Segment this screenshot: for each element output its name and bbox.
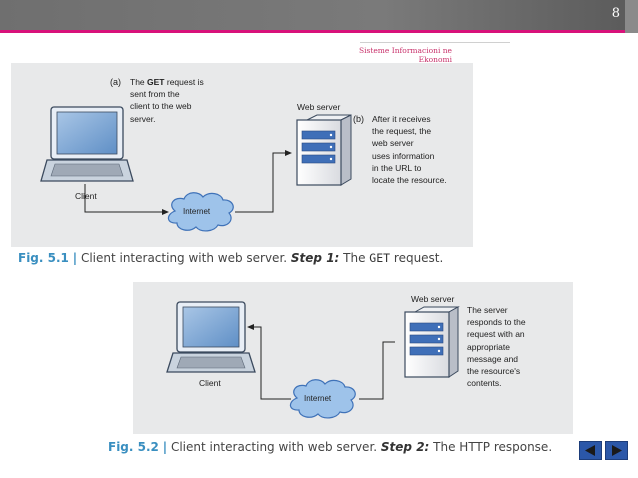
figure1-separator: | xyxy=(72,251,78,265)
accent-line xyxy=(0,30,625,33)
internet-label: Internet xyxy=(183,207,211,216)
note-b-line6: locate the resource. xyxy=(372,175,447,186)
server-note-line3: request with an xyxy=(467,329,525,340)
figure1-caption-text2: The xyxy=(339,251,370,265)
server-note-line1: The server xyxy=(467,305,508,315)
course-name-line1: Sisteme Informacioni ne xyxy=(358,46,452,55)
title-bar xyxy=(0,0,638,30)
client-label: Client xyxy=(199,378,221,388)
note-a-line3: client to the web xyxy=(130,101,192,112)
note-b-line3: web server xyxy=(372,138,414,149)
figure1-caption: Fig. 5.1 | Client interacting with web s… xyxy=(18,251,443,265)
client-label: Client xyxy=(75,191,97,201)
server-note-line7: contents. xyxy=(467,378,502,389)
internet-cloud-icon xyxy=(289,379,356,419)
figure1-panel: (a) The GET request is sent from the cli… xyxy=(11,63,473,247)
note-b-line1: After it receives xyxy=(372,114,431,124)
header-divider xyxy=(360,42,510,43)
next-slide-button[interactable] xyxy=(605,441,628,460)
figure1-caption-text3: request. xyxy=(390,251,444,265)
corner-block xyxy=(625,0,638,33)
figure1-get-code: GET xyxy=(369,251,391,265)
note-b-line4: uses information xyxy=(372,150,435,161)
figure2-caption-text: Client interacting with web server. xyxy=(167,440,381,454)
server-icon xyxy=(296,114,352,186)
figure2-diagram xyxy=(166,301,460,419)
request-arrow xyxy=(84,150,292,215)
previous-slide-button[interactable] xyxy=(579,441,602,460)
note-a-line4: server. xyxy=(130,113,156,124)
web-server-label: Web server xyxy=(411,294,455,304)
response-arrow xyxy=(247,324,395,400)
figure1-number: Fig. 5.1 xyxy=(18,251,69,265)
figure2-caption-text2: The HTTP response. xyxy=(429,440,553,454)
triangle-left-icon xyxy=(585,445,595,456)
course-name: Sisteme Informacioni ne Ekonomi xyxy=(342,46,452,64)
server-note: The server responds to the request with … xyxy=(467,304,526,389)
server-note-line6: the resource's xyxy=(467,366,521,377)
server-note-line2: responds to the xyxy=(467,317,526,328)
laptop-icon xyxy=(166,301,256,373)
figure2-separator: | xyxy=(162,440,168,454)
laptop-icon xyxy=(40,106,134,182)
figure1-caption-text: Client interacting with web server. xyxy=(77,251,291,265)
server-icon xyxy=(404,306,460,378)
note-b-line5: in the URL to xyxy=(372,162,422,173)
server-note-line4: appropriate xyxy=(467,341,511,352)
label-b: (b) xyxy=(353,114,364,124)
internet-cloud-icon xyxy=(167,192,234,232)
server-note-line5: message and xyxy=(467,353,519,364)
figure2-step: Step 2: xyxy=(380,440,430,454)
figure1-step: Step 1: xyxy=(290,251,340,265)
note-b-line2: the request, the xyxy=(372,126,432,137)
label-a: (a) xyxy=(110,77,121,87)
internet-label: Internet xyxy=(304,394,332,403)
page-number: 8 xyxy=(611,6,620,21)
note-a: The GET request is sent from the client … xyxy=(130,76,204,125)
triangle-right-icon xyxy=(612,445,622,456)
course-name-line2: Ekonomi xyxy=(418,55,452,64)
note-a-line1: The GET request is xyxy=(130,77,204,87)
figure2-number: Fig. 5.2 xyxy=(108,440,159,454)
note-b: After it receives the request, the web s… xyxy=(372,113,447,186)
figure1-diagram xyxy=(40,106,352,232)
note-a-line2: sent from the xyxy=(130,89,180,100)
figure2-panel: Web server The server responds to the re… xyxy=(133,282,573,434)
web-server-label: Web server xyxy=(297,102,341,112)
figure2-caption: Fig. 5.2 | Client interacting with web s… xyxy=(108,440,552,454)
